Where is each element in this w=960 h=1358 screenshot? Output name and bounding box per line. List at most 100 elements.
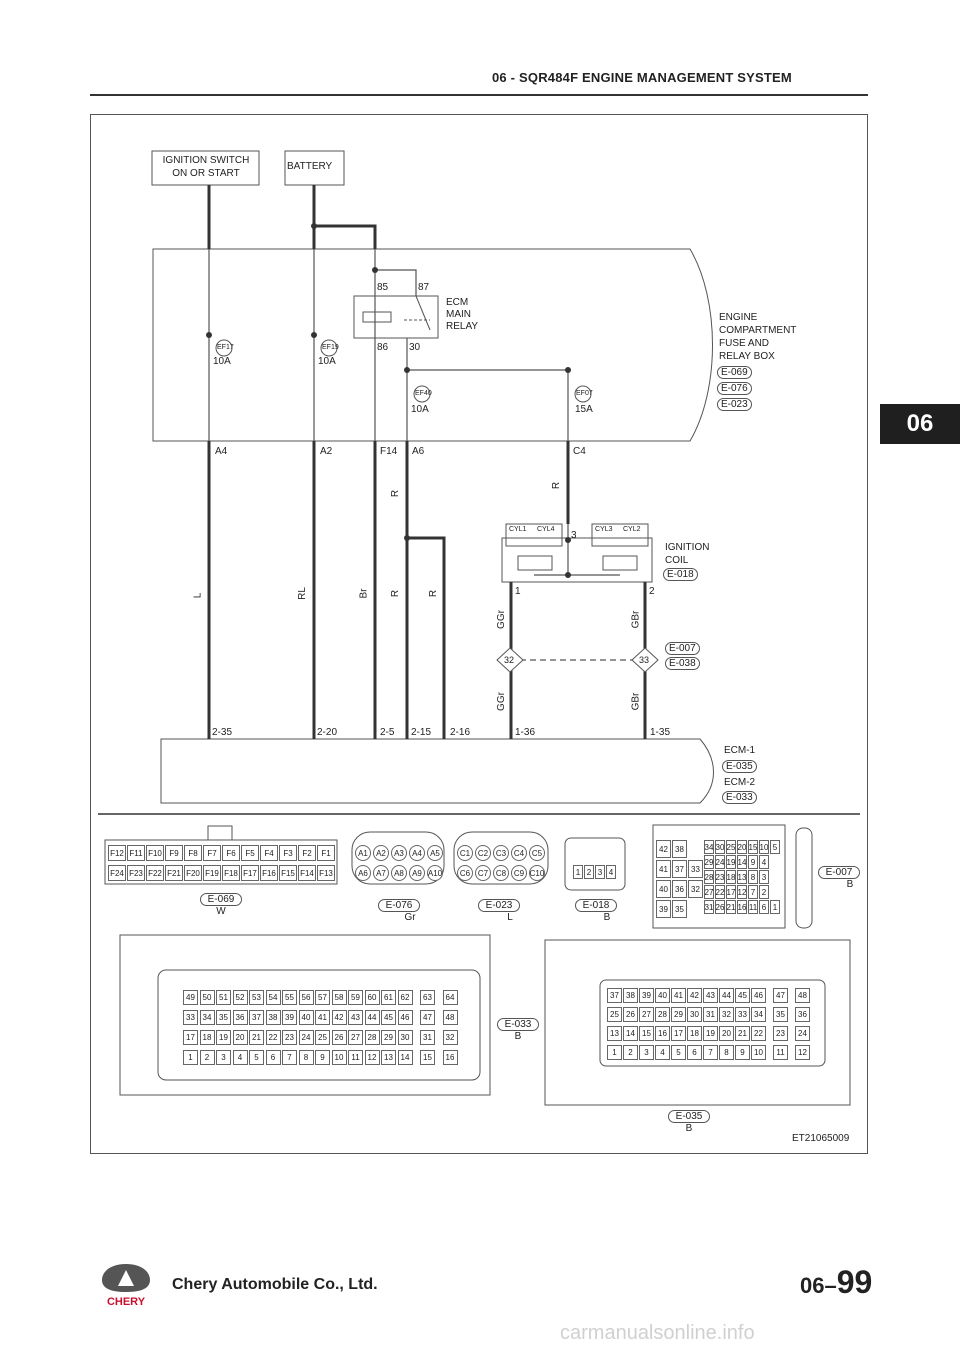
- diagram-frame: [90, 114, 868, 1154]
- connector-pin: 63: [420, 990, 435, 1005]
- e007-caption: E-007 B: [818, 866, 860, 890]
- connector-pin: 9: [735, 1045, 750, 1060]
- connector-pin: 31: [420, 1030, 435, 1045]
- connector-pin: A3: [391, 845, 407, 861]
- connector-pin: 41: [315, 1010, 330, 1025]
- connector-pin: 17: [726, 885, 736, 899]
- connector-pin: 12: [737, 885, 747, 899]
- connector-pin: A1: [355, 845, 371, 861]
- connector-pin: C6: [457, 865, 473, 881]
- connector-pin: 42: [687, 988, 702, 1003]
- connector-pin: F15: [279, 865, 297, 881]
- connector-pin: 19: [726, 855, 736, 869]
- connector-pin: 51: [216, 990, 231, 1005]
- connector-pin: 48: [442, 1010, 458, 1025]
- connector-pin: 36: [232, 1010, 248, 1025]
- connector-pin: 13: [607, 1026, 622, 1041]
- connector-pin: 42: [331, 1010, 347, 1025]
- connector-e038-tag[interactable]: E-038: [665, 657, 700, 670]
- connector-pin: 21: [735, 1026, 750, 1041]
- connector-pin: 32: [719, 1007, 734, 1022]
- connector-e035-tag[interactable]: E-035: [722, 760, 757, 773]
- ecm-box: [160, 738, 714, 804]
- e069-caption: E-069 W: [200, 893, 242, 917]
- connector-pin: 40: [298, 1010, 314, 1025]
- connector-pin: 26: [623, 1007, 638, 1022]
- connector-pin: 15: [639, 1026, 654, 1041]
- connector-pin: 64: [442, 990, 458, 1005]
- connector-e018-tag[interactable]: E-018: [663, 568, 698, 581]
- chery-logo-icon: CHERY: [102, 1264, 150, 1308]
- connector-pin: F24: [108, 865, 126, 881]
- connector-pin: A4: [409, 845, 425, 861]
- connector-e076-tag[interactable]: E-076: [717, 382, 752, 395]
- connector-pin: 41: [656, 860, 671, 878]
- connector-pin: F20: [184, 865, 202, 881]
- connector-pin: 39: [656, 900, 671, 918]
- fuse-ef40-rating: 10A: [411, 404, 429, 415]
- connector-pin: F21: [165, 865, 183, 881]
- connector-pin: 31: [703, 1007, 718, 1022]
- connector-pin: 33: [688, 860, 703, 878]
- splice-33-label: 33: [639, 655, 650, 665]
- connector-e023-tag[interactable]: E-023: [717, 398, 752, 411]
- connector-pin: C8: [493, 865, 509, 881]
- ignition-coil-label: IGNITION COIL: [665, 542, 710, 566]
- connector-pin: 5: [770, 840, 780, 854]
- coil-pin-2: 2: [649, 586, 655, 597]
- connector-pin: 40: [655, 988, 670, 1003]
- connector-pin: A8: [391, 865, 407, 881]
- connector-pin: 38: [623, 988, 638, 1003]
- connector-e033-tag[interactable]: E-033: [722, 791, 757, 804]
- connector-pin: 1: [573, 865, 583, 879]
- connector-pin: 55: [282, 990, 297, 1005]
- connector-pin: 24: [795, 1026, 810, 1041]
- connector-pin: 23: [773, 1026, 788, 1041]
- connector-pin: 16: [442, 1050, 458, 1065]
- connector-pin: F13: [317, 865, 335, 881]
- ignition-switch-box: [151, 150, 260, 186]
- connector-pin: 4: [655, 1045, 670, 1060]
- connector-pin: 13: [737, 870, 747, 884]
- coil-cyl2: CYL2: [623, 526, 641, 533]
- connector-pin: 22: [265, 1030, 281, 1045]
- connector-pin: F2: [298, 845, 316, 861]
- battery-label: BATTERY: [287, 161, 333, 172]
- connector-pin: 34: [199, 1010, 215, 1025]
- connector-pin: 18: [726, 870, 736, 884]
- connector-pin: 25: [726, 840, 736, 854]
- connector-pin: 54: [265, 990, 281, 1005]
- section-tab[interactable]: 06: [880, 404, 960, 444]
- connector-pin: 2: [759, 885, 769, 899]
- fuse-ef17-rating: 10A: [213, 356, 231, 367]
- connector-pin: 22: [715, 885, 725, 899]
- connector-pin: 28: [655, 1007, 670, 1022]
- connector-pin: A6: [355, 865, 371, 881]
- connector-pin: 26: [331, 1030, 347, 1045]
- connector-e007-tag[interactable]: E-007: [665, 642, 700, 655]
- connector-pin: 37: [249, 1010, 264, 1025]
- connector-pin: A7: [373, 865, 389, 881]
- connector-pin: F6: [222, 845, 240, 861]
- connector-pin: 2: [199, 1050, 215, 1065]
- splice-33-icon: [631, 647, 659, 673]
- relay-pin-85: 85: [377, 282, 389, 293]
- connector-pin: C3: [493, 845, 509, 861]
- connector-pin: 5: [671, 1045, 686, 1060]
- connector-pin: 6: [759, 900, 769, 914]
- connector-pin: F5: [241, 845, 259, 861]
- connector-pin: 8: [748, 870, 758, 884]
- connector-pin: 4: [606, 865, 616, 879]
- ecm-main-relay-label: ECM MAIN RELAY: [446, 297, 479, 332]
- connector-pin: C1: [457, 845, 473, 861]
- connector-pin: F8: [184, 845, 202, 861]
- connector-pin: 2: [623, 1045, 638, 1060]
- svg-text:CHERY: CHERY: [107, 1296, 146, 1308]
- connector-pin: 46: [751, 988, 766, 1003]
- connector-pin: F14: [298, 865, 316, 881]
- connector-pin: 23: [282, 1030, 297, 1045]
- connector-e069-tag[interactable]: E-069: [717, 366, 752, 379]
- terminal-a4: A4: [215, 446, 228, 457]
- connector-pin: F22: [146, 865, 164, 881]
